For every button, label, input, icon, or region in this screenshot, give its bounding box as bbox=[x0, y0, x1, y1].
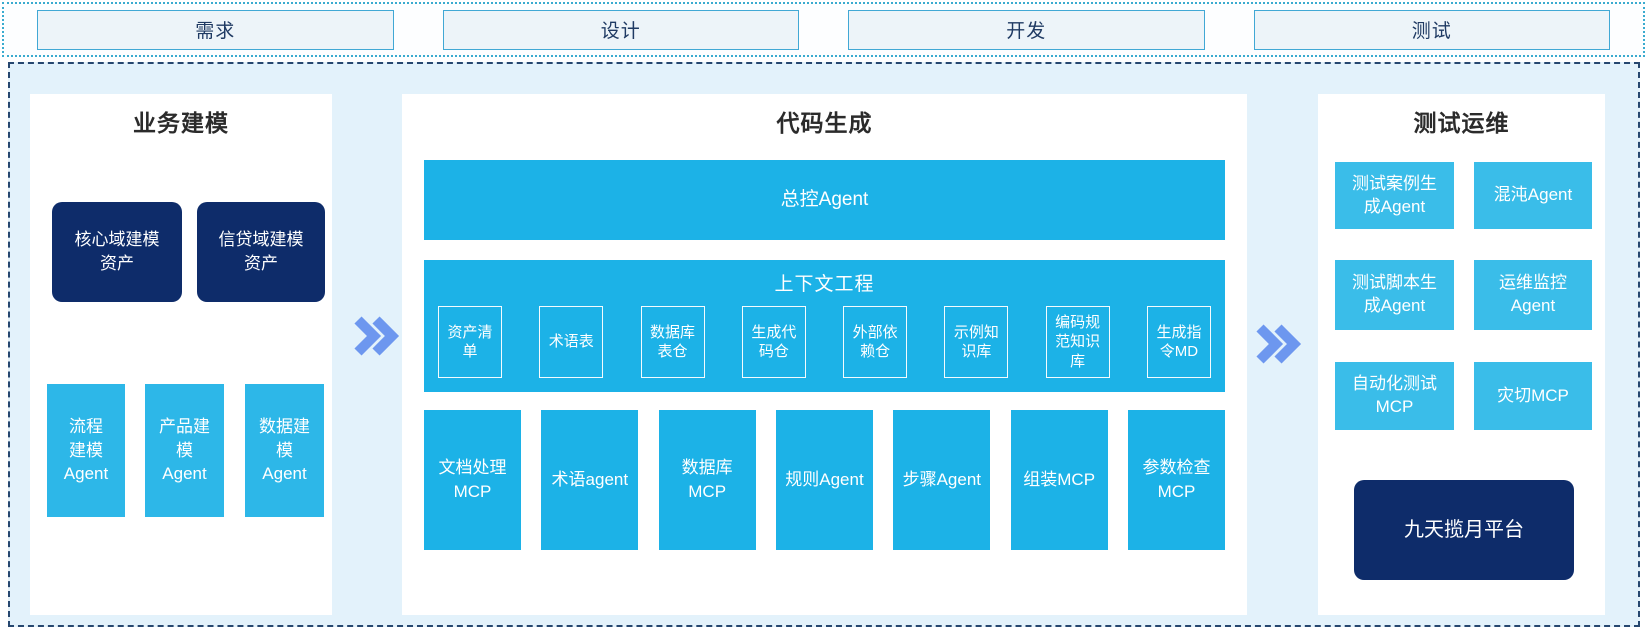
disaster-switch-mcp-box: 灾切MCP bbox=[1474, 362, 1592, 430]
document-processing-mcp-box: 文档处理MCP bbox=[424, 410, 521, 550]
double-chevron-right-icon bbox=[352, 316, 400, 356]
external-dependency-repo-box: 外部依赖仓 bbox=[843, 306, 908, 378]
test-script-generation-agent-box: 测试脚本生成Agent bbox=[1335, 260, 1454, 330]
phase-requirements: 需求 bbox=[37, 9, 394, 50]
phase-development: 开发 bbox=[848, 9, 1205, 50]
process-modeling-agent-box: 流程建模Agent bbox=[47, 384, 125, 517]
example-knowledge-base-box: 示例知识库 bbox=[944, 306, 1009, 378]
context-engineering-box: 上下文工程 资产清单 术语表 数据库表仓 生成代码仓 外部依赖仓 示例知识库 编… bbox=[424, 260, 1225, 392]
chaos-agent-box: 混沌Agent bbox=[1474, 162, 1592, 229]
business-modeling-panel: 业务建模 核心域建模资产 信贷域建模资产 流程建模Agent 产品建模Agent… bbox=[30, 94, 332, 615]
test-ops-title: 测试运维 bbox=[1413, 110, 1510, 136]
asset-list-box: 资产清单 bbox=[438, 306, 502, 378]
tool-agents-row: 文档处理MCP 术语agent 数据库MCP 规则Agent 步骤Agent 组… bbox=[424, 410, 1225, 550]
assembly-mcp-box: 组装MCP bbox=[1010, 410, 1108, 550]
test-case-generation-agent-box: 测试案例生成Agent bbox=[1335, 162, 1454, 229]
context-engineering-title: 上下文工程 bbox=[774, 274, 875, 295]
database-table-repo-box: 数据库表仓 bbox=[640, 306, 705, 378]
main-container: 业务建模 核心域建模资产 信贷域建模资产 流程建模Agent 产品建模Agent… bbox=[8, 62, 1640, 627]
credit-domain-asset-box: 信贷域建模资产 bbox=[197, 202, 325, 302]
business-modeling-title: 业务建模 bbox=[133, 110, 229, 136]
ops-monitoring-agent-box: 运维监控Agent bbox=[1474, 260, 1592, 330]
parameter-check-mcp-box: 参数检查MCP bbox=[1127, 410, 1225, 550]
context-items-row: 资产清单 术语表 数据库表仓 生成代码仓 外部依赖仓 示例知识库 编码规范知识库… bbox=[438, 306, 1211, 378]
step-agent-box: 步骤Agent bbox=[893, 410, 991, 550]
jiutian-lanyue-platform-box: 九天揽月平台 bbox=[1354, 480, 1574, 580]
glossary-box: 术语表 bbox=[539, 306, 604, 378]
automated-testing-mcp-box: 自动化测试MCP bbox=[1335, 362, 1454, 430]
code-generation-title: 代码生成 bbox=[776, 110, 873, 136]
data-modeling-agent-box: 数据建模Agent bbox=[245, 384, 324, 517]
terminology-agent-box: 术语agent bbox=[541, 410, 639, 550]
product-modeling-agent-box: 产品建模Agent bbox=[145, 384, 224, 517]
core-domain-asset-box: 核心域建模资产 bbox=[52, 202, 182, 302]
rule-agent-box: 规则Agent bbox=[775, 410, 873, 550]
database-mcp-box: 数据库MCP bbox=[658, 410, 756, 550]
phase-design: 设计 bbox=[442, 9, 799, 50]
coding-standard-knowledge-base-box: 编码规范知识库 bbox=[1045, 306, 1110, 378]
code-generation-panel: 代码生成 总控Agent 上下文工程 资产清单 术语表 数据库表仓 生成代码仓 … bbox=[402, 94, 1247, 615]
double-chevron-right-icon bbox=[1254, 324, 1302, 364]
test-ops-panel: 测试运维 测试案例生成Agent 混沌Agent 测试脚本生成Agent 运维监… bbox=[1318, 94, 1605, 615]
master-agent-bar: 总控Agent bbox=[424, 160, 1225, 240]
generated-code-repo-box: 生成代码仓 bbox=[741, 306, 806, 378]
phase-strip: 需求 设计 开发 测试 bbox=[2, 2, 1645, 57]
phase-testing: 测试 bbox=[1253, 9, 1610, 50]
generate-instruction-md-box: 生成指令MD bbox=[1146, 306, 1211, 378]
